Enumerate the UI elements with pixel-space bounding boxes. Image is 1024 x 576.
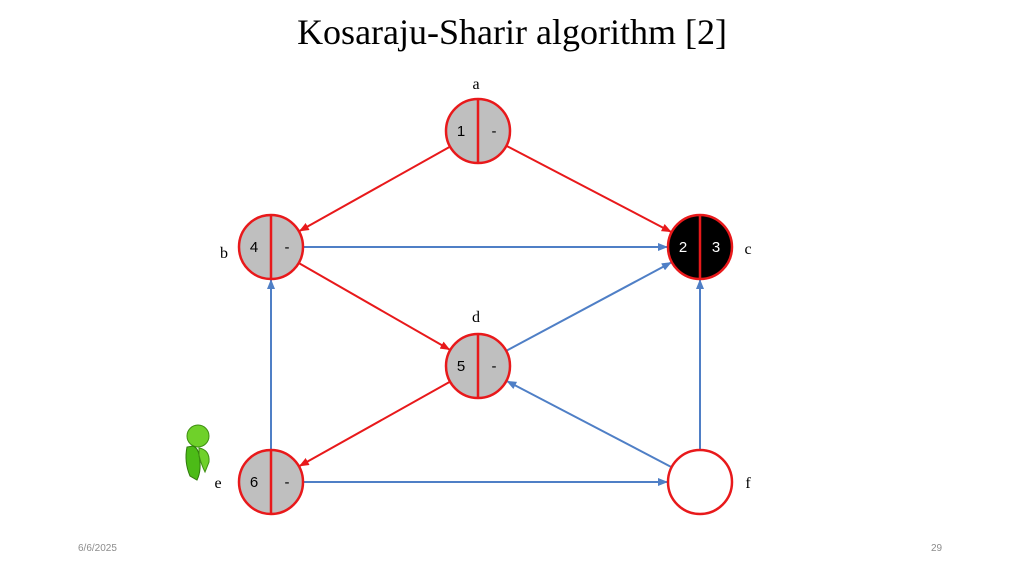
node-b: 4 - b: [220, 213, 305, 281]
node-d: 5 - d: [444, 309, 512, 400]
edge-a-b: [298, 146, 450, 232]
footer-page-number: 29: [931, 543, 943, 554]
edge-b-d: [299, 262, 451, 351]
node-c: 2 3 c: [666, 213, 752, 281]
footer-date: 6/6/2025: [78, 543, 117, 554]
node-e: 6 - e: [214, 448, 305, 516]
node-post-number: 3: [712, 239, 720, 256]
node-label: e: [214, 475, 221, 492]
node-pre-number: 4: [250, 239, 258, 256]
person-figure-icon: [185, 424, 210, 481]
nodes-layer: 1 - a 4 - b 2 3 c 5 - d 6 - e f: [214, 76, 752, 516]
edge-d-e: [298, 381, 450, 467]
edge-d-c: [506, 261, 672, 352]
node-circle: [666, 448, 734, 516]
node-label: b: [220, 245, 228, 262]
node-pre-number: 5: [457, 358, 465, 375]
node-a: 1 - a: [444, 76, 512, 165]
slide-title: Kosaraju-Sharir algorithm [2]: [297, 12, 727, 52]
node-pre-number: 2: [679, 239, 687, 256]
node-f: f: [666, 448, 751, 516]
node-pre-number: 6: [250, 474, 258, 491]
edge-a-c: [506, 145, 672, 233]
edge-f-d: [506, 380, 672, 468]
node-label: a: [472, 76, 479, 93]
edges-layer: [267, 145, 704, 486]
node-label: c: [744, 241, 751, 258]
node-pre-number: 1: [457, 123, 465, 140]
node-post-number: -: [285, 474, 290, 491]
node-post-number: -: [285, 239, 290, 256]
node-post-number: -: [492, 123, 497, 140]
node-label: f: [745, 475, 751, 492]
node-post-number: -: [492, 358, 497, 375]
node-label: d: [472, 309, 480, 326]
